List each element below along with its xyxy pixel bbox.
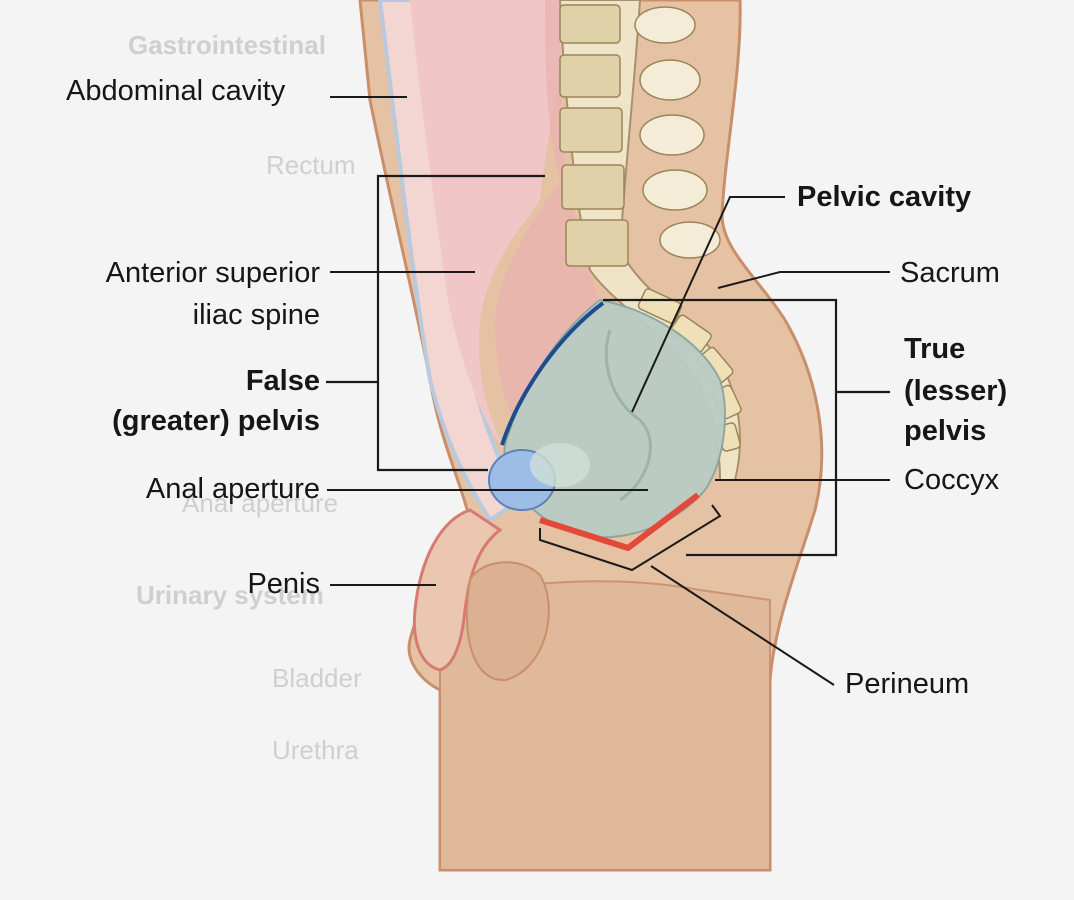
label-anal-aperture: Anal aperture [145, 473, 320, 505]
label-abdominal-cavity: Abdominal cavity [66, 75, 286, 107]
perineum-bracket [539, 504, 722, 572]
prostate-region [530, 443, 590, 487]
label-coccyx: Coccyx [904, 464, 1000, 496]
leader-lines [327, 96, 890, 686]
label-false-pelvis-1: False [245, 365, 320, 397]
label-sacrum: Sacrum [900, 257, 1000, 289]
label-penis: Penis [247, 568, 320, 600]
label-true-pelvis-2: (lesser) [904, 375, 1008, 407]
scrotum [466, 561, 550, 682]
bleed-urinary-system: Urinary system [136, 580, 324, 610]
perineal-muscle [539, 492, 700, 551]
vertebrae [559, 4, 629, 267]
bleed-urethra: Urethra [272, 735, 359, 765]
false-pelvis-bracket [326, 174, 545, 472]
bladder-contour [604, 329, 652, 502]
label-false-pelvis-2: (greater) pelvis [112, 405, 320, 437]
label-pelvic-cavity: Pelvic cavity [797, 181, 972, 213]
label-true-pelvis-1: True [904, 333, 966, 365]
abdominal-cavity-region [410, 0, 570, 450]
label-perineum: Perineum [845, 668, 970, 700]
pelvic-brim [500, 301, 605, 446]
penis-shape [412, 508, 503, 672]
label-anterior-superior-2: iliac spine [192, 299, 320, 331]
true-pelvis-bracket [603, 298, 890, 557]
label-anterior-superior-1: Anterior superior [105, 257, 320, 289]
label-true-pelvis-3: pelvis [904, 415, 987, 447]
bleed-gastro-1: Gastrointestinal [128, 30, 326, 60]
spinous-processes [634, 6, 721, 259]
bleed-anal-aperture: Anal aperture [182, 488, 339, 518]
bleed-bladder: Bladder [272, 663, 362, 693]
bleed-rectum: Rectum [266, 150, 356, 180]
